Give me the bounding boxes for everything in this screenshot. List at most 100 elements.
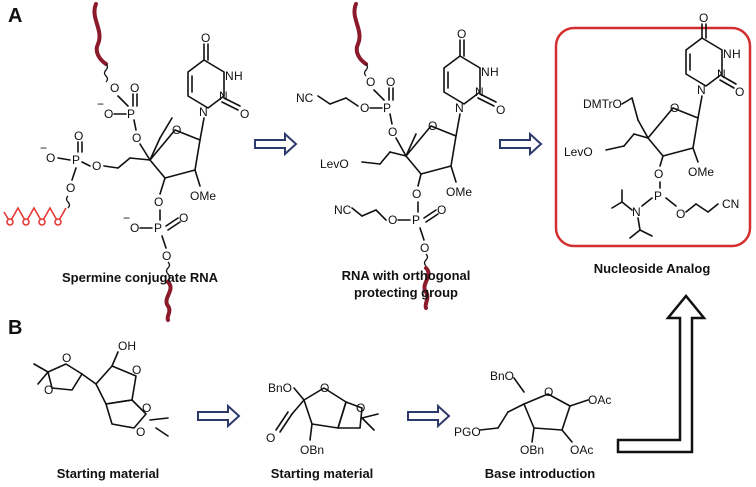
caption-spermine-conjugate: Spermine conjugate RNA	[62, 270, 219, 285]
panel-b-label: B	[8, 317, 22, 339]
atom-obn: OBn	[520, 443, 544, 457]
wavy-bond	[165, 261, 171, 281]
atom-o: O	[130, 221, 139, 235]
atom-levo: LevO	[320, 157, 349, 171]
atom-o: O	[136, 425, 145, 439]
charge-minus: −	[123, 211, 130, 225]
atom-o: O	[62, 351, 71, 365]
atom-n-h: N	[481, 65, 490, 79]
atom-obn: OBn	[300, 443, 324, 457]
atom-o: O	[132, 131, 141, 145]
caption-starting-material-1: Starting material	[57, 466, 160, 481]
atom-o: O	[162, 249, 171, 263]
atom-pgo: PGO	[454, 425, 481, 439]
atom-o: O	[110, 81, 119, 95]
rna-strand-bottom	[422, 266, 431, 310]
atom-p: P	[72, 153, 80, 167]
atom-o: O	[388, 213, 397, 227]
ribose-ring	[405, 125, 457, 175]
atom-n-h: N	[225, 69, 234, 83]
nucleoside-analog-highlight-box	[554, 26, 752, 248]
process-arrow	[407, 403, 451, 429]
dioxolane-ring	[105, 399, 147, 429]
atom-o: O	[201, 31, 210, 45]
atom-o: O	[240, 107, 249, 121]
atom-o: O	[654, 167, 663, 181]
atom-h: H	[234, 69, 243, 83]
atom-o: O	[386, 75, 395, 89]
charge-minus: −	[40, 141, 47, 155]
atom-o: O	[179, 211, 188, 225]
process-arrow	[499, 131, 543, 157]
wavy-bond	[103, 63, 109, 83]
atom-n: N	[717, 67, 726, 81]
base-introduction-structure: BnO O OAc OAc OBn PGO	[454, 369, 611, 457]
atom-o: O	[457, 27, 466, 41]
atom-o: O	[66, 181, 75, 195]
nucleoside-analog-structure: DMTrO O N N O N H O OMe LevO O P N	[564, 11, 744, 239]
atom-p: P	[127, 107, 135, 121]
atom-oac: OAc	[588, 393, 611, 407]
starting-material-2-structure: BnO O O OBn O	[266, 381, 379, 457]
atom-o: O	[44, 383, 53, 397]
atom-n: N	[219, 89, 228, 103]
atom-levo: LevO	[564, 145, 593, 159]
atom-n: N	[455, 101, 464, 115]
atom-o: O	[437, 203, 446, 217]
process-arrow	[197, 403, 241, 429]
atom-o: O	[356, 401, 365, 415]
atom-n: N	[632, 205, 641, 219]
rna-strand-top	[352, 2, 368, 66]
atom-bno: BnO	[490, 369, 514, 383]
process-arrow	[254, 131, 298, 157]
atom-n: N	[697, 83, 706, 97]
atom-o: O	[154, 195, 163, 209]
atom-nc: NC	[334, 203, 352, 217]
atom-o: O	[104, 107, 113, 121]
atom-h: H	[490, 65, 499, 79]
atom-p: P	[654, 189, 662, 203]
atom-p: P	[412, 213, 420, 227]
atom-p: P	[383, 101, 391, 115]
furanose-ring	[95, 365, 137, 405]
atom-o: O	[699, 11, 708, 25]
wavy-bond	[423, 253, 429, 267]
atom-o-ring: O	[172, 123, 181, 137]
atom-o: O	[360, 101, 369, 115]
atom-o: O	[496, 103, 505, 117]
atom-o: O	[266, 431, 275, 445]
dioxolane-ring	[337, 401, 363, 429]
caption-base-introduction: Base introduction	[485, 466, 596, 481]
atom-ome: OMe	[688, 165, 714, 179]
atom-o: O	[46, 151, 55, 165]
atom-o: O	[676, 207, 685, 221]
spermine-amine	[22, 218, 30, 226]
dioxolane-ring	[47, 363, 83, 391]
caption-starting-material-2: Starting material	[271, 466, 374, 481]
rna-strand-top	[92, 2, 108, 66]
atom-o: O	[142, 401, 151, 415]
atom-nc: NC	[296, 91, 314, 105]
spermine-amine	[54, 218, 62, 226]
spermine-amine	[6, 218, 14, 226]
atom-o: O	[735, 85, 744, 99]
atom-cn: CN	[722, 197, 739, 211]
atom-o: O	[74, 129, 83, 143]
atom-o-ring: O	[428, 119, 437, 133]
starting-material-1-structure: O O O OH O O	[33, 339, 169, 439]
atom-dmtro: DMTrO	[583, 97, 622, 111]
rna-strand-bottom	[164, 280, 173, 322]
atom-ome: OMe	[190, 189, 216, 203]
ribose-ring	[149, 129, 201, 179]
atom-o: O	[412, 187, 421, 201]
atom-o: O	[320, 381, 329, 395]
atom-bno: BnO	[268, 381, 292, 395]
atom-o-ring: O	[670, 101, 679, 115]
atom-o: O	[132, 363, 141, 377]
atom-n-h: N	[723, 47, 732, 61]
atom-o: O	[92, 159, 101, 173]
caption-nucleoside-analog: Nucleoside Analog	[594, 261, 711, 276]
atom-o: O	[544, 385, 553, 399]
atom-p: P	[154, 221, 162, 235]
